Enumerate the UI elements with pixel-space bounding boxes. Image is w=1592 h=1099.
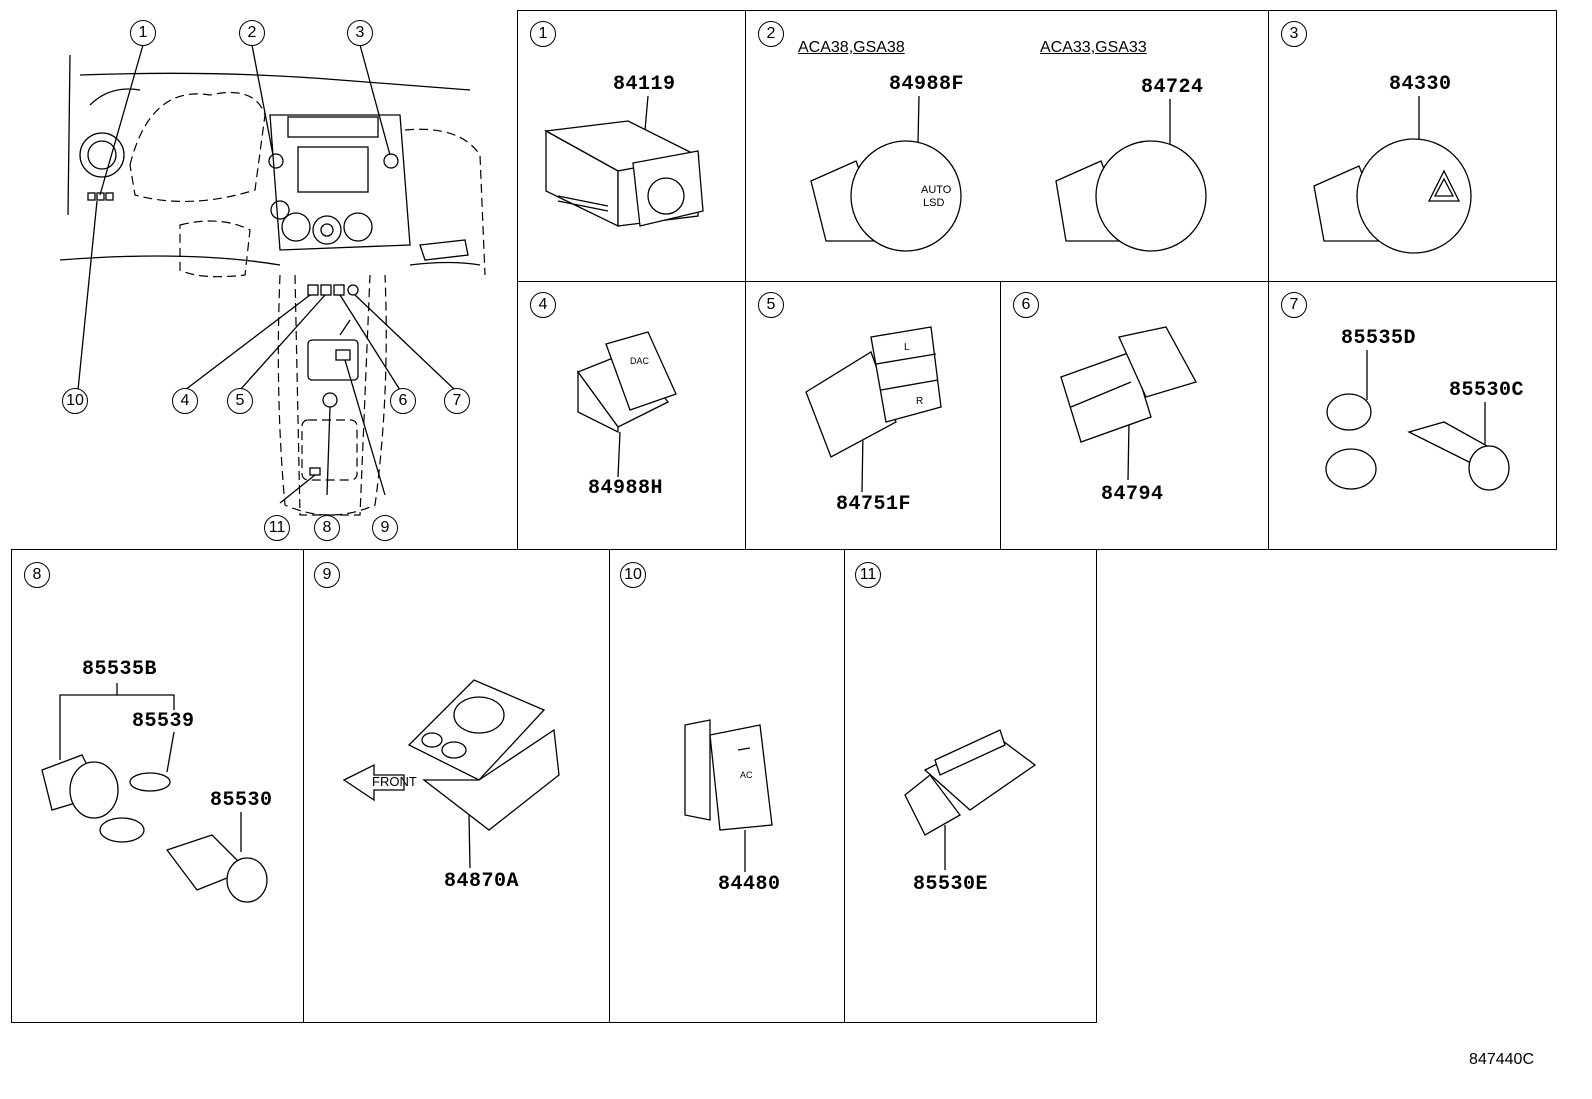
switch-label-dac: DAC: [630, 356, 650, 366]
part-number[interactable]: 84119: [613, 73, 676, 96]
panel-5[interactable]: 5 84751F L R: [745, 281, 1001, 550]
ac-outlet-switch-drawing: AC: [684, 719, 773, 872]
panel-number: 7: [1281, 292, 1307, 318]
defogger-switch-drawing: [1060, 326, 1197, 481]
variant-label: ACA33,GSA33: [1040, 39, 1147, 56]
panel-9[interactable]: 9 84870A FRONT: [303, 549, 610, 1023]
part-number[interactable]: 85539: [132, 710, 195, 733]
callout-11[interactable]: 11: [264, 515, 290, 541]
variant-label: ACA38,GSA38: [798, 39, 905, 56]
panel-number: 8: [24, 562, 50, 588]
callout-5[interactable]: 5: [227, 388, 253, 414]
part-number[interactable]: 84751F: [836, 493, 912, 516]
callout-6[interactable]: 6: [390, 388, 416, 414]
part-number[interactable]: 85535D: [1341, 327, 1417, 350]
panel-number: 5: [758, 292, 784, 318]
mirror-switch-drawing: FRONT: [342, 679, 560, 869]
callout-2[interactable]: 2: [239, 20, 265, 46]
callout-4[interactable]: 4: [172, 388, 198, 414]
dac-switch-drawing: DAC: [576, 331, 677, 478]
power-outlet-drawing: [1325, 350, 1510, 491]
seat-heater-switch-drawing: L R: [805, 326, 942, 493]
callout-1[interactable]: 1: [130, 20, 156, 46]
switch-label-ac: AC: [740, 770, 753, 780]
panel-number: 11: [855, 562, 881, 588]
callout-7[interactable]: 7: [444, 388, 470, 414]
part-number[interactable]: 84724: [1141, 76, 1204, 99]
part-number[interactable]: 84330: [1389, 73, 1452, 96]
part-number[interactable]: 84870A: [444, 870, 520, 893]
front-arrow-label: FRONT: [372, 774, 417, 789]
part-number[interactable]: 84794: [1101, 483, 1164, 506]
cigarette-lighter-drawing: [41, 683, 268, 903]
part-number[interactable]: 84988F: [889, 73, 965, 96]
panel-11[interactable]: 11 85530E: [844, 549, 1097, 1023]
panel-4[interactable]: 4 84988H DAC: [517, 281, 746, 550]
panel-7[interactable]: 7 85535D 85530C: [1268, 281, 1557, 550]
panel-number: 2: [758, 21, 784, 47]
outlet-switch-drawing: [904, 729, 1037, 870]
hazard-switch-drawing: [1313, 96, 1472, 254]
panel-number: 3: [1281, 21, 1307, 47]
switch-label-r: R: [916, 396, 923, 407]
panel-number: 1: [530, 21, 556, 47]
panel-1[interactable]: 1 84119: [517, 10, 746, 282]
panel-8[interactable]: 8 85535B 85539 85530: [11, 549, 304, 1023]
panel-number: 9: [314, 562, 340, 588]
panel-number: 4: [530, 292, 556, 318]
panel-2[interactable]: 2 ACA38,GSA38 ACA33,GSA33 84988F 84724 A…: [745, 10, 1269, 282]
switch-label-l: L: [904, 342, 910, 353]
callout-8[interactable]: 8: [314, 515, 340, 541]
knob-label-lsd: LSD: [923, 197, 944, 209]
part-number[interactable]: 84480: [718, 873, 781, 896]
panel-6[interactable]: 6 84794: [1000, 281, 1269, 550]
headlight-switch-drawing: [543, 95, 704, 228]
dashboard-drawing: [59, 44, 486, 516]
part-number[interactable]: 85535B: [82, 658, 158, 681]
part-number[interactable]: 85530: [210, 789, 273, 812]
panel-10[interactable]: 10 84480 AC: [609, 549, 845, 1023]
knob-switches-drawing: AUTO LSD: [810, 95, 1207, 252]
callout-10[interactable]: 10: [62, 388, 88, 414]
reference-code: 847440C: [1469, 1051, 1534, 1068]
callout-3[interactable]: 3: [347, 20, 373, 46]
panel-number: 10: [620, 562, 646, 588]
part-number[interactable]: 85530C: [1449, 379, 1525, 402]
knob-label-auto: AUTO: [921, 184, 952, 196]
part-number[interactable]: 85530E: [913, 873, 989, 896]
part-number[interactable]: 84988H: [588, 477, 664, 500]
overview-dashboard: 1 2 3 4 5 6 7 8 9 10 11: [40, 15, 510, 545]
panel-3[interactable]: 3 84330: [1268, 10, 1557, 282]
callout-9[interactable]: 9: [372, 515, 398, 541]
panel-number: 6: [1013, 292, 1039, 318]
